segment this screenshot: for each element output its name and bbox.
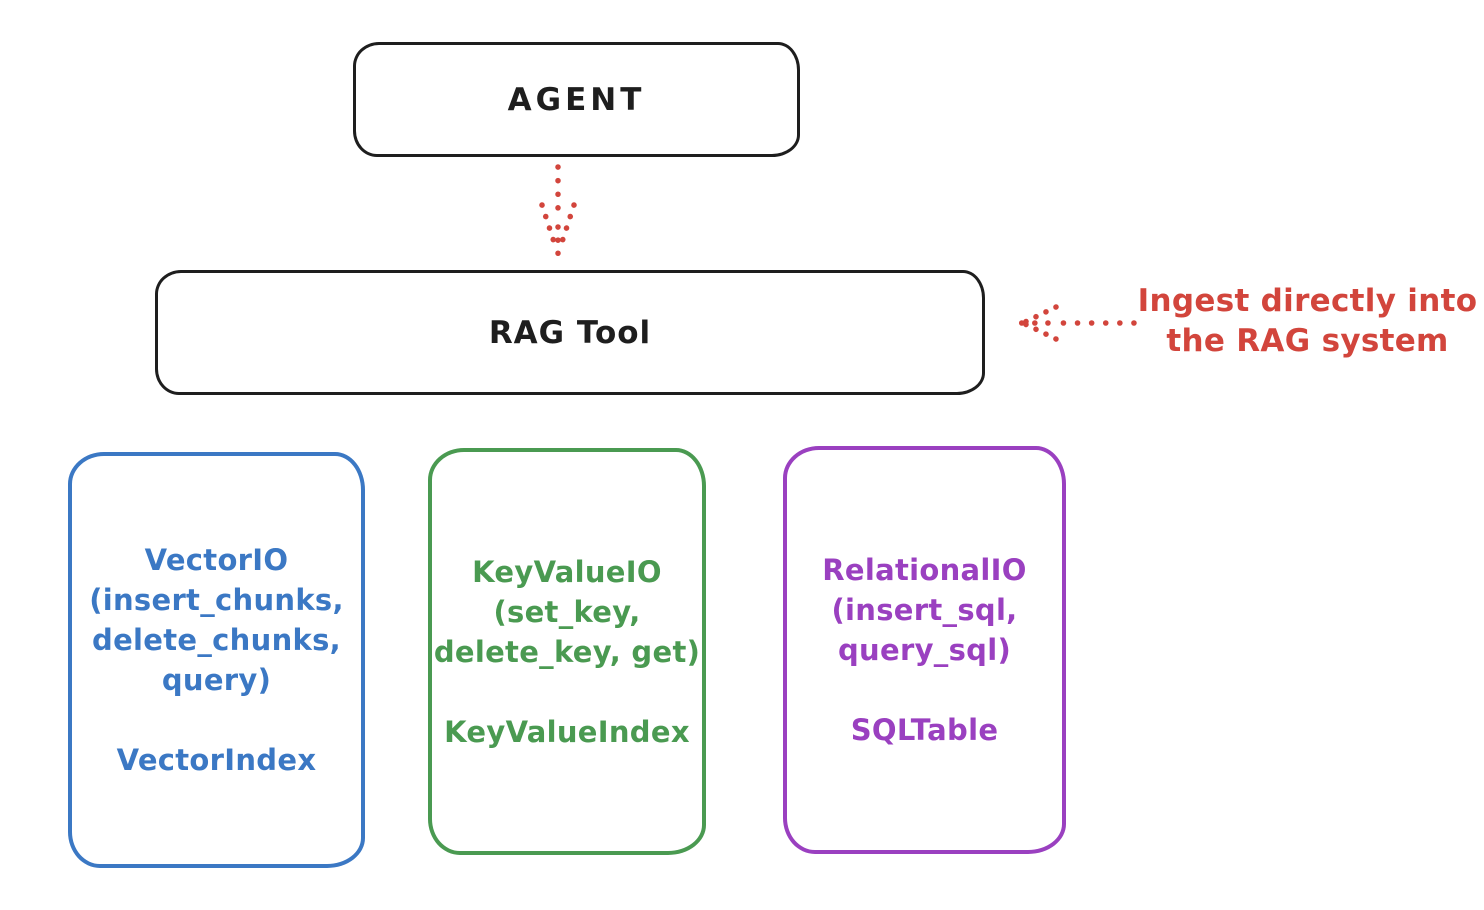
- vector-io-node: VectorIO (insert_chunks, delete_chunks, …: [68, 452, 365, 868]
- dotted-arrow-left-icon: [1017, 304, 1137, 342]
- ingest-annotation-line-1: Ingest directly into: [1137, 283, 1478, 319]
- relational-io-methods-line: query_sql): [838, 633, 1011, 667]
- key-value-io-title-line: KeyValueIO: [472, 554, 662, 589]
- relational-io-methods-line: (insert_sql,: [831, 593, 1018, 627]
- dotted-arrow-down-icon: [539, 164, 577, 258]
- relational-io-node: RelationalIO (insert_sql, query_sql) SQL…: [783, 446, 1066, 854]
- sql-table-label: SQLTable: [850, 713, 999, 747]
- ingest-annotation: Ingest directly into the RAG system: [1135, 281, 1480, 361]
- key-value-io-methods-line: (set_key,: [493, 594, 641, 629]
- agent-node: AGENT: [353, 42, 800, 157]
- relational-io-title-line: RelationalIO: [822, 553, 1027, 587]
- vector-io-methods-line: delete_chunks,: [92, 623, 341, 657]
- vector-io-methods-line: query): [161, 663, 272, 697]
- rag-tool-label: RAG Tool: [488, 314, 652, 351]
- key-value-io-node: KeyValueIO (set_key, delete_key, get) Ke…: [428, 448, 706, 855]
- vector-index-label: VectorIndex: [116, 743, 317, 777]
- agent-label: AGENT: [507, 81, 646, 118]
- key-value-index-label: KeyValueIndex: [444, 714, 690, 749]
- rag-tool-node: RAG Tool: [155, 270, 985, 395]
- key-value-io-methods-line: delete_key, get): [433, 634, 701, 669]
- vector-io-methods-line: (insert_chunks,: [89, 583, 344, 617]
- vector-io-title-line: VectorIO: [144, 543, 289, 577]
- ingest-annotation-line-2: the RAG system: [1166, 323, 1449, 359]
